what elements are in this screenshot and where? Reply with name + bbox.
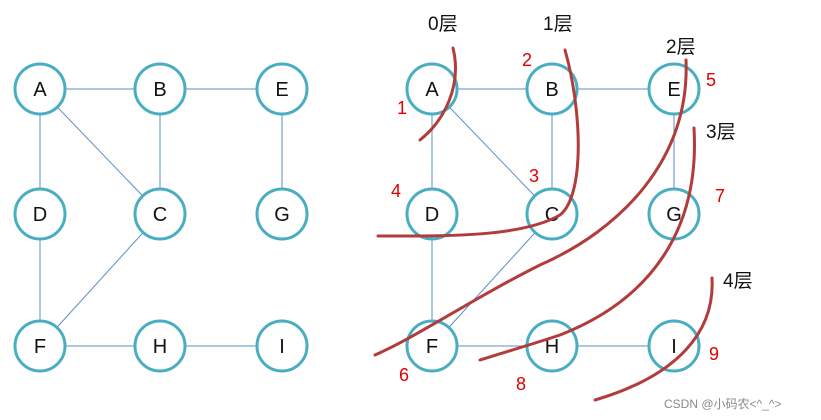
node-circle — [647, 319, 701, 373]
node-circle — [405, 62, 459, 116]
layer-curve-4 — [593, 276, 714, 402]
node-D: D — [405, 187, 459, 241]
node-label: E — [667, 79, 680, 101]
layer-label-3: 3层 — [706, 122, 736, 143]
layer-curve-1 — [376, 48, 580, 238]
node-circle — [525, 187, 579, 241]
node-H: H — [525, 319, 579, 373]
node-label: D — [425, 204, 439, 226]
node-label: A — [33, 79, 47, 101]
node-label: H — [545, 336, 559, 358]
layer-label-2: 2层 — [666, 37, 696, 58]
node-label: I — [279, 336, 285, 358]
node-H: H — [133, 319, 187, 373]
watermark: CSDN @小码农<^_^> — [664, 397, 781, 411]
order-label-E: 5 — [706, 70, 716, 90]
node-label: H — [153, 336, 167, 358]
graph-original: A B E D C G F H I — [13, 62, 309, 373]
node-E: E — [255, 62, 309, 116]
node-label: E — [275, 79, 288, 101]
node-F: F — [405, 319, 459, 373]
node-circle — [133, 319, 187, 373]
node-C: C — [525, 187, 579, 241]
node-label: F — [34, 336, 46, 358]
node-E: E — [647, 62, 701, 116]
layer-labels: 0层 1层 2层 3层 4层 — [428, 14, 753, 292]
order-label-F: 6 — [399, 365, 409, 385]
node-A: A — [13, 62, 67, 116]
node-label: G — [666, 204, 682, 226]
node-F: F — [13, 319, 67, 373]
edge-A-C — [39, 88, 161, 215]
node-label: B — [153, 79, 166, 101]
node-label: B — [545, 79, 558, 101]
node-I: I — [647, 319, 701, 373]
order-label-B: 2 — [522, 50, 532, 70]
node-label: C — [153, 204, 167, 226]
edge-C-F — [431, 213, 553, 347]
node-circle — [405, 187, 459, 241]
node-circle — [255, 319, 309, 373]
order-label-I: 9 — [709, 344, 719, 364]
node-label: F — [426, 336, 438, 358]
order-label-G: 7 — [715, 186, 725, 206]
node-circle — [13, 62, 67, 116]
node-circle — [255, 187, 309, 241]
node-circle — [525, 62, 579, 116]
node-D: D — [13, 187, 67, 241]
node-I: I — [255, 319, 309, 373]
node-circle — [133, 187, 187, 241]
order-label-H: 8 — [516, 374, 526, 394]
order-label-D: 4 — [391, 181, 401, 201]
layer-curve-0 — [418, 46, 457, 142]
order-label-C: 3 — [529, 166, 539, 186]
layer-label-4: 4层 — [723, 271, 753, 292]
node-B: B — [525, 62, 579, 116]
layer-curve-3 — [478, 126, 696, 362]
node-circle — [13, 187, 67, 241]
layer-curve-2 — [373, 58, 688, 357]
node-G: G — [647, 187, 701, 241]
node-label: A — [425, 79, 439, 101]
layer-label-1: 1层 — [543, 14, 573, 35]
node-circle — [133, 62, 187, 116]
visit-order-labels: 1 2 3 4 5 6 7 8 9 — [391, 50, 725, 394]
layer-curves — [373, 46, 714, 402]
node-label: I — [671, 336, 677, 358]
node-A: A — [405, 62, 459, 116]
edge-C-F — [39, 213, 161, 347]
edge-A-C — [431, 88, 553, 215]
node-circle — [255, 62, 309, 116]
node-label: D — [33, 204, 47, 226]
layer-label-0: 0层 — [428, 14, 458, 35]
node-label: G — [274, 204, 290, 226]
node-G: G — [255, 187, 309, 241]
node-B: B — [133, 62, 187, 116]
order-label-A: 1 — [397, 98, 407, 118]
node-circle — [13, 319, 67, 373]
node-C: C — [133, 187, 187, 241]
